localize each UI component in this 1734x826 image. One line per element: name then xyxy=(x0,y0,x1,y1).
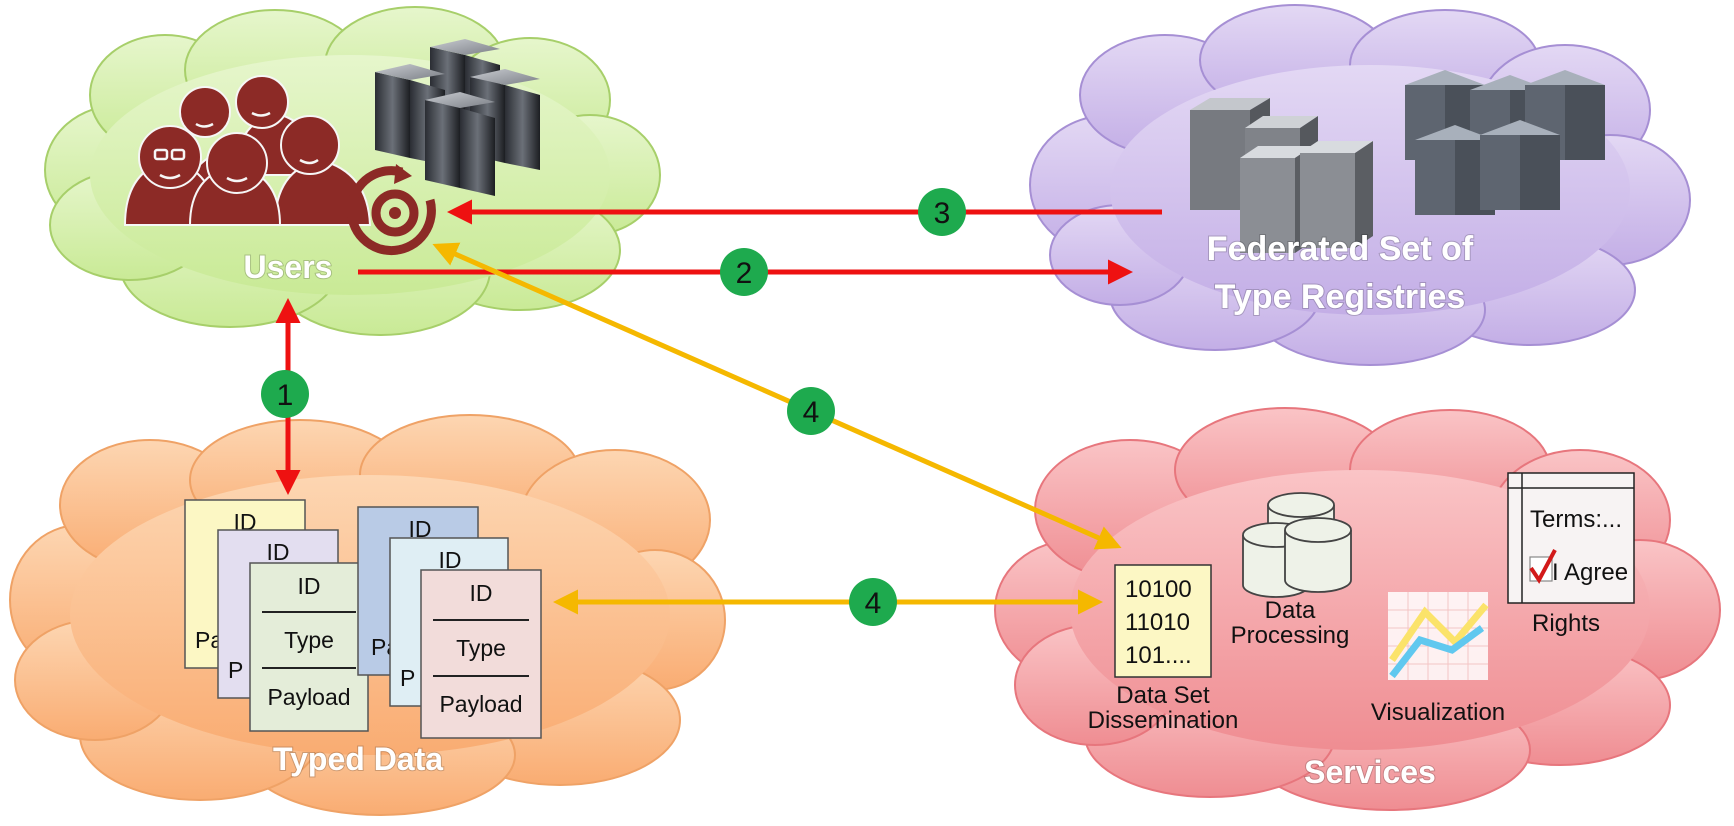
doc-payload-cut: P xyxy=(400,665,415,691)
data-document: ID Type Payload xyxy=(420,569,542,739)
binary-line: 10100 xyxy=(1125,576,1192,603)
rights-form: Terms:... I Agree xyxy=(1507,472,1635,604)
doc-id-label: ID xyxy=(267,539,290,565)
line-chart-icon xyxy=(1388,592,1489,680)
registry-server-cluster-icon xyxy=(1190,70,1605,253)
doc-id-label: ID xyxy=(470,580,493,606)
rights-label: Rights xyxy=(1532,610,1600,637)
arrow-step-4-diagonal xyxy=(432,242,1122,550)
users-cloud xyxy=(44,6,661,336)
terms-text: Terms:... xyxy=(1530,506,1622,533)
doc-id-label: ID xyxy=(298,573,321,599)
visualization-label: Visualization xyxy=(1371,699,1505,726)
processing-label-line1: Data xyxy=(1265,597,1316,624)
document-stack-left: ID Pa ID P ID Type Payload xyxy=(184,499,369,732)
doc-payload-label: Payload xyxy=(267,684,350,710)
users-label: Users xyxy=(244,249,333,285)
agree-text: I Agree xyxy=(1552,559,1628,586)
step-number: 4 xyxy=(865,587,882,620)
doc-id-label: ID xyxy=(234,509,257,535)
binary-line: 11010 xyxy=(1125,609,1190,636)
step-number: 2 xyxy=(736,257,753,290)
doc-id-label: ID xyxy=(409,516,432,542)
database-icon xyxy=(1242,492,1352,598)
doc-type-label: Type xyxy=(284,627,334,653)
doc-type-label: Type xyxy=(456,635,506,661)
services-cloud xyxy=(994,407,1721,811)
services-label: Services xyxy=(1304,754,1436,790)
registries-label-line1: Federated Set of xyxy=(1207,230,1474,268)
dissemination-label-line1: Data Set xyxy=(1116,682,1210,709)
doc-id-label: ID xyxy=(439,547,462,573)
binary-document-icon: 10100 11010 101.... xyxy=(1114,564,1212,678)
server-cluster-icon xyxy=(375,39,540,196)
step-badge-4b: 4 xyxy=(849,578,897,626)
target-cycle-icon xyxy=(346,164,436,256)
binary-line: 101.... xyxy=(1125,642,1192,669)
dissemination-label-line2: Dissemination xyxy=(1088,707,1239,734)
data-document: ID Type Payload xyxy=(249,562,369,732)
document-stack-right: ID Pa ID P ID Type Payload xyxy=(357,506,542,739)
step-badge-4a: 4 xyxy=(787,387,835,435)
registries-label-line2: Type Registries xyxy=(1215,278,1466,316)
step-badge-2: 2 xyxy=(720,248,768,296)
checkbox-icon xyxy=(1529,549,1557,584)
step-number: 4 xyxy=(803,396,820,429)
step-number: 1 xyxy=(277,379,294,412)
doc-payload-cut: P xyxy=(228,657,243,683)
typed-data-label: Typed Data xyxy=(273,741,443,777)
step-number: 3 xyxy=(934,197,951,230)
step-badge-1: 1 xyxy=(261,370,309,418)
step-badge-3: 3 xyxy=(918,188,966,236)
processing-label-line2: Processing xyxy=(1231,622,1350,649)
people-group-icon xyxy=(123,75,372,226)
doc-payload-label: Payload xyxy=(439,691,522,717)
